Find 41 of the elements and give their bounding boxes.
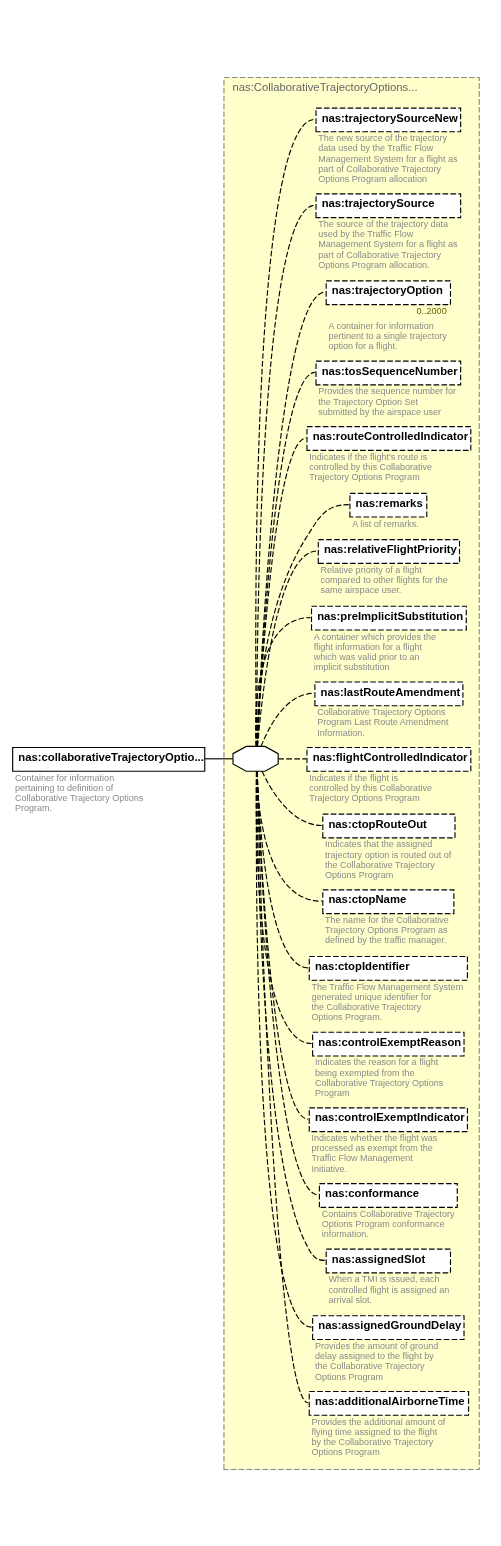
connector xyxy=(257,549,318,747)
node-label: Container for information pertaining to definition of Collaborative Trajectory Options Program. xyxy=(14,772,144,813)
node-label: Provides the additional amount of flying time assigned to the flight by the Collaborative Trajectory Options Program xyxy=(311,1416,446,1457)
connector xyxy=(256,291,326,747)
connector xyxy=(256,371,316,747)
node-label: Contains Collaborative Trajectory Options Program conformance information. xyxy=(321,1208,455,1239)
connector xyxy=(255,616,311,747)
node-label: The name for the Collaborative Trajectory Options Program as defined by the traffic manager. xyxy=(325,914,449,945)
node-label: The source of the trajectory data used by the Traffic Flow Management System for a flight as part of Collaborative Trajectory Options Program allocation. xyxy=(318,218,458,270)
node-label: When a TMI is issued, each controlled flight is assigned an arrival slot. xyxy=(328,1273,450,1305)
connector xyxy=(204,757,234,759)
node-label: Provides the sequence number for the Trajectory Option Set submitted by the airspace user xyxy=(318,385,457,417)
node-label: Indicates whether the flight was processed as exempt from the Traffic Flow Management Initiative. xyxy=(311,1132,438,1174)
connector xyxy=(256,770,326,1261)
node-label: Relative priority of a flight compared to other flights for the same airspace user. xyxy=(320,564,448,595)
node-label: A container for information pertinent to a single trajectory option for a flight. xyxy=(328,320,447,351)
node-label: The new source of the trajectory data used by the Traffic Flow Management System for a flight as part of Collaborative Trajectory Options Program allocation xyxy=(318,132,458,184)
connector xyxy=(255,770,313,1328)
node-octagon xyxy=(232,745,279,772)
connector xyxy=(256,204,316,747)
connector xyxy=(256,503,350,747)
node-label: The Traffic Flow Management System generated unique identifier for the Collaborative Trajectory Options Program. xyxy=(311,981,464,1022)
node-label: Collaborative Trajectory Options Program Last Route Amendment Information. xyxy=(317,706,449,738)
node-label: 0..2000 xyxy=(416,305,447,316)
connector xyxy=(256,770,309,1403)
connector xyxy=(256,770,309,1120)
connector xyxy=(261,770,323,826)
node-label: Provides the amount of ground delay assigned to the flight by the Collaborative Trajectory Options Program xyxy=(314,1340,439,1382)
node-label: Indicates the reason for a flight being exempted from the Collaborative Trajectory Options Program xyxy=(314,1056,444,1098)
connector xyxy=(256,770,309,968)
connector xyxy=(256,770,323,902)
connector xyxy=(256,770,319,1195)
connector xyxy=(260,692,315,747)
node-label: A list of remarks. xyxy=(352,518,419,529)
connector xyxy=(277,757,307,759)
node-label: Indicates that the assigned trajectory option is routed out of the Collaborative Trajectory Options Program xyxy=(325,838,452,880)
node-label: A container which provides the flight information for a flight which was valid prior to an implicit substitution xyxy=(313,631,437,672)
node-label: Indicates if the flight's route is controlled by this Collaborative Trajectory Options Program xyxy=(309,451,433,482)
connector xyxy=(255,118,316,747)
node-label: Indicates if the flight is controlled by this Collaborative Trajectory Options Program xyxy=(309,772,433,803)
connector xyxy=(255,770,313,1044)
